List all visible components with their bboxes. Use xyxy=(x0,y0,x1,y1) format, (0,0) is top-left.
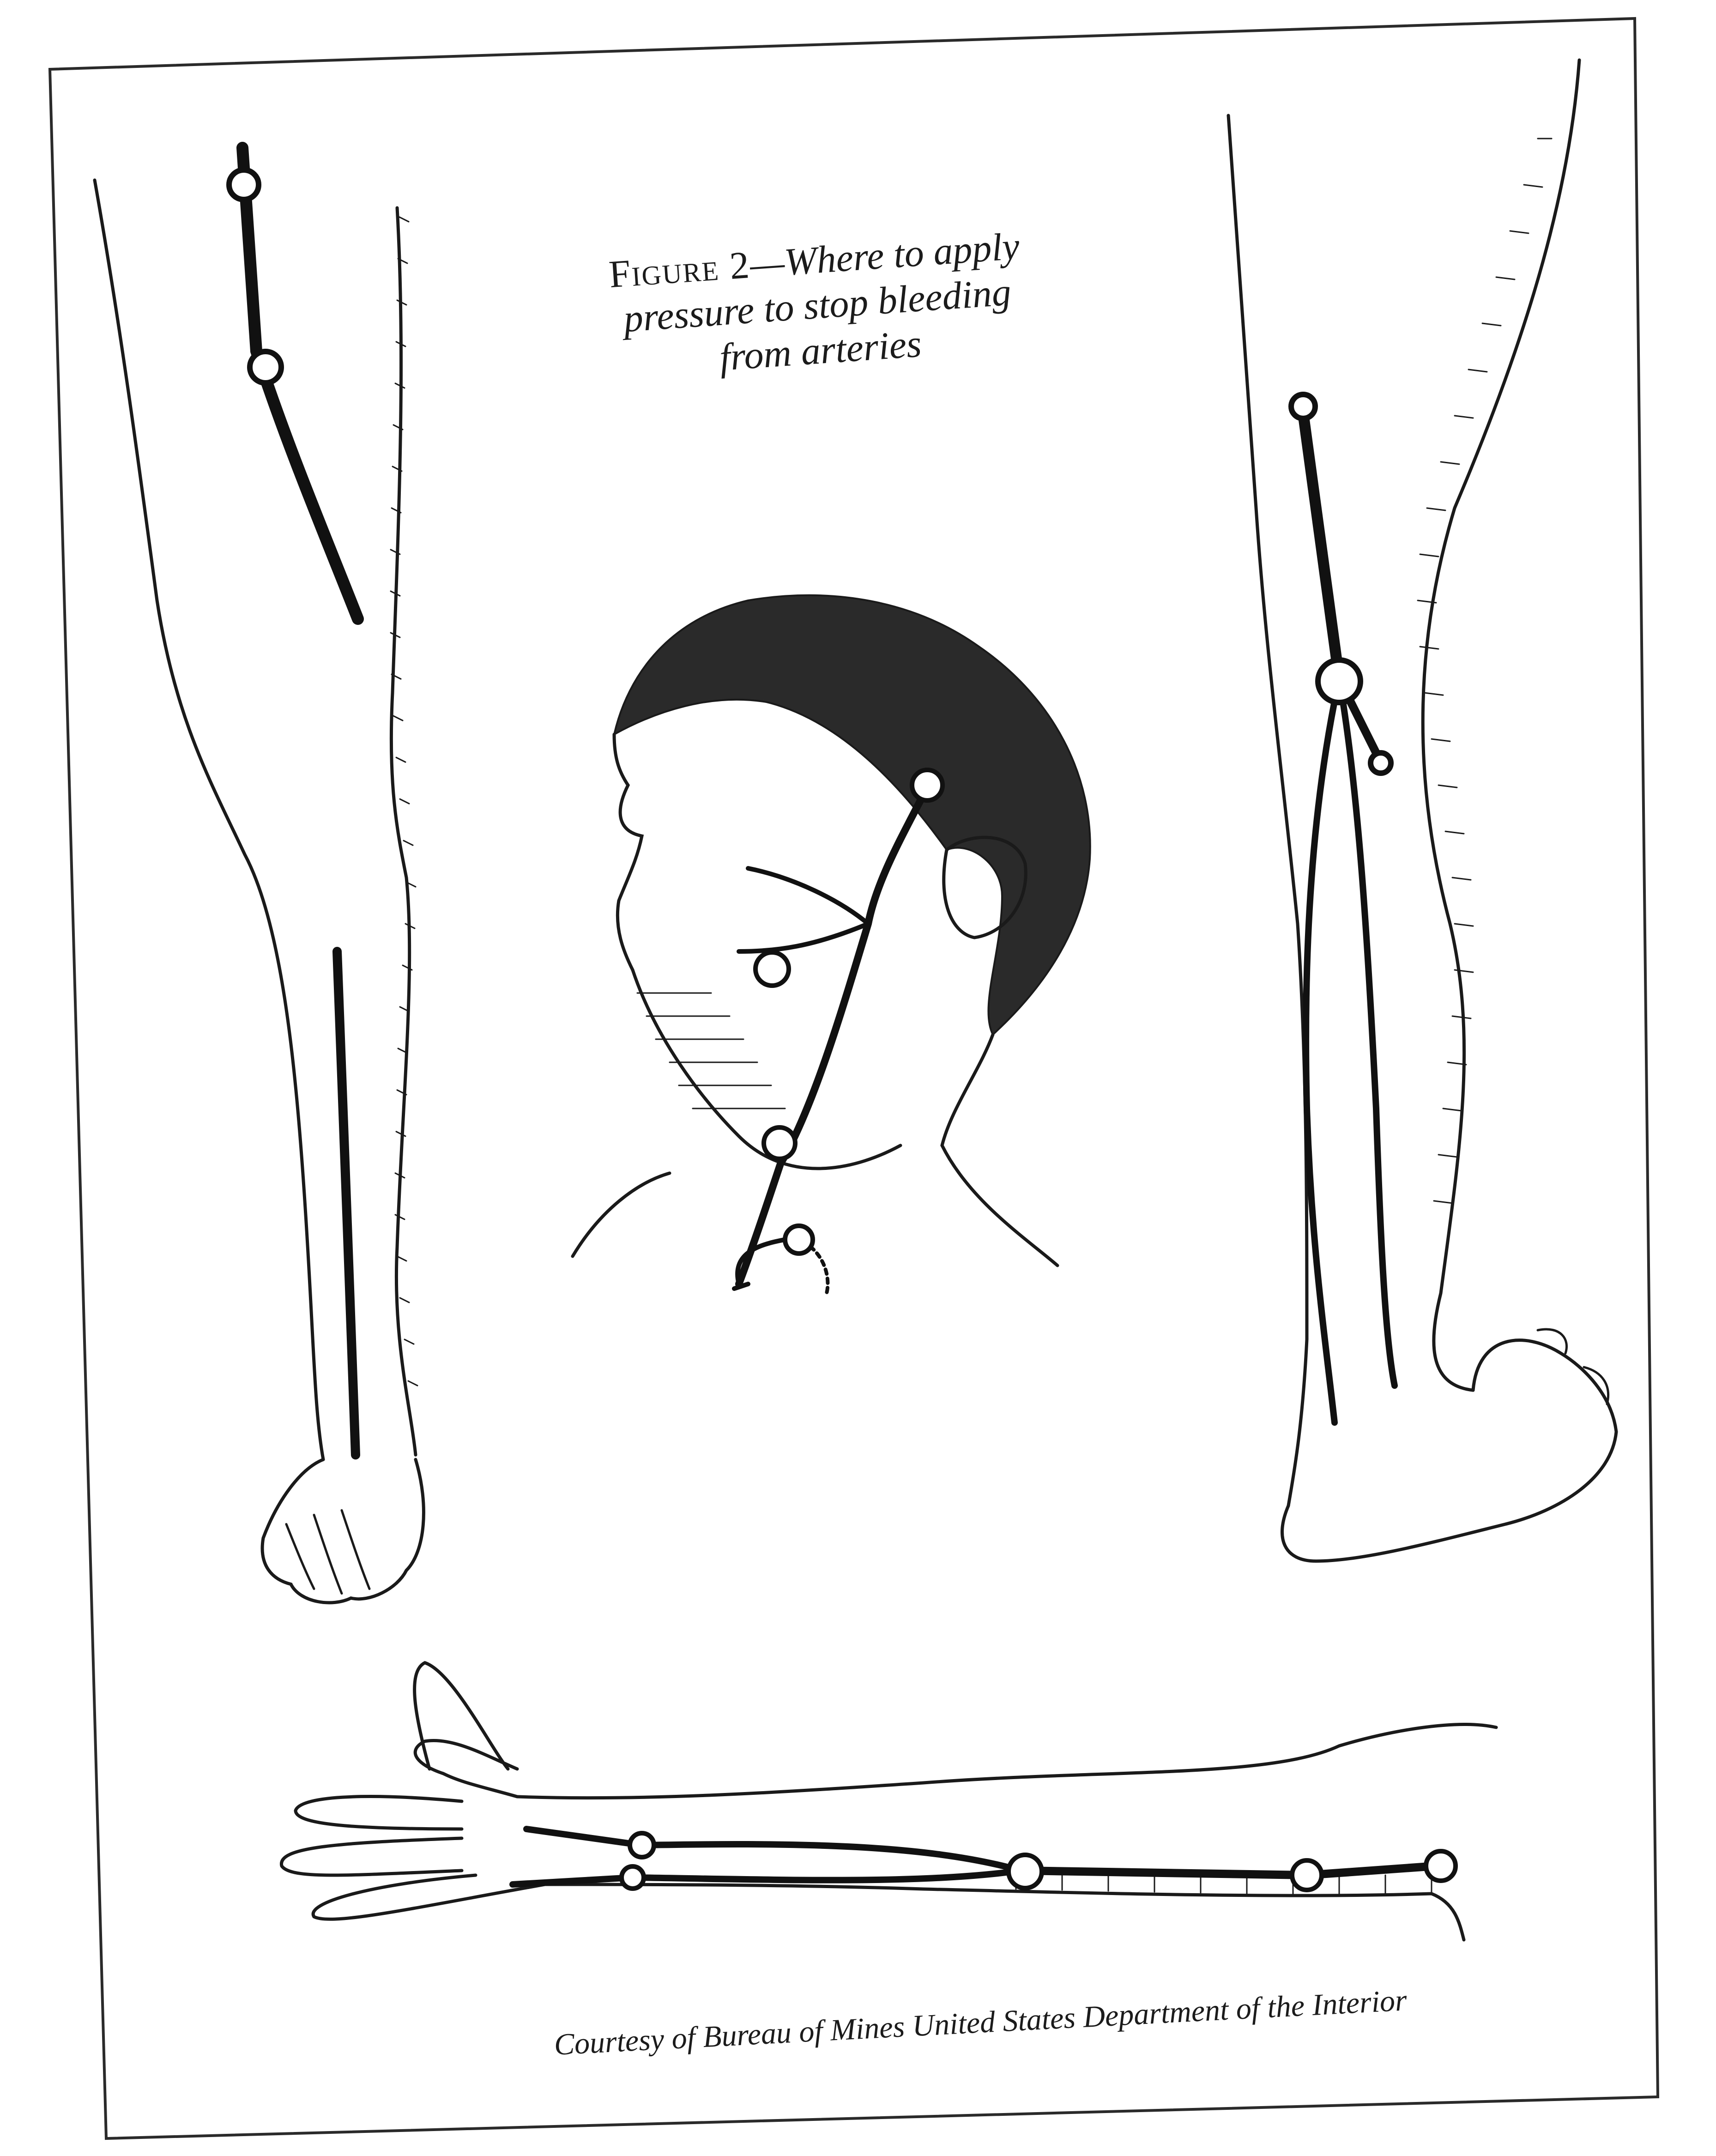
head-drawing xyxy=(573,595,1090,1266)
left-leg-artery xyxy=(242,148,358,1455)
pressure-point-icon xyxy=(912,770,943,800)
pressure-point-icon xyxy=(229,170,259,200)
pressure-point-icon xyxy=(785,1226,813,1254)
pressure-point-icon xyxy=(1318,660,1360,703)
left-leg-drawing xyxy=(95,180,423,1603)
pressure-point-icon xyxy=(250,351,281,383)
pressure-point-icon xyxy=(764,1127,795,1159)
neck-shoulders xyxy=(573,970,1057,1266)
figure-label: Figure 2 xyxy=(608,243,752,296)
pressure-point-icon xyxy=(1009,1855,1042,1888)
pressure-point-icon xyxy=(1371,753,1391,773)
right-leg-outline-front xyxy=(1228,115,1307,1506)
left-leg-outline-outer xyxy=(95,180,323,1460)
pressure-point-icon xyxy=(755,952,789,986)
face-profile xyxy=(614,734,642,970)
arm-lower-outline xyxy=(545,1884,1464,1940)
right-toes xyxy=(1538,1329,1608,1404)
right-foot xyxy=(1282,1340,1617,1561)
right-leg-drawing xyxy=(1228,60,1616,1561)
arm-drawing xyxy=(281,1663,1496,1940)
pressure-point-icon xyxy=(1426,1851,1456,1881)
right-leg-outline-back xyxy=(1423,60,1579,1390)
pressure-point-icon xyxy=(622,1866,644,1889)
left-foot xyxy=(262,1460,423,1603)
head-pressure-points xyxy=(755,770,943,1254)
head-artery xyxy=(734,785,928,1293)
right-leg-artery xyxy=(1302,406,1395,1423)
neck-hatching xyxy=(637,993,785,1108)
hand xyxy=(281,1663,545,1919)
pressure-point-icon xyxy=(1292,1860,1322,1890)
caption-dash: — xyxy=(749,241,786,286)
pressure-point-icon xyxy=(630,1833,654,1857)
pressure-point-icon xyxy=(1291,394,1315,418)
arm-upper-outline xyxy=(517,1725,1496,1798)
left-leg-outline-inner xyxy=(391,208,416,1455)
left-toes xyxy=(286,1510,369,1593)
